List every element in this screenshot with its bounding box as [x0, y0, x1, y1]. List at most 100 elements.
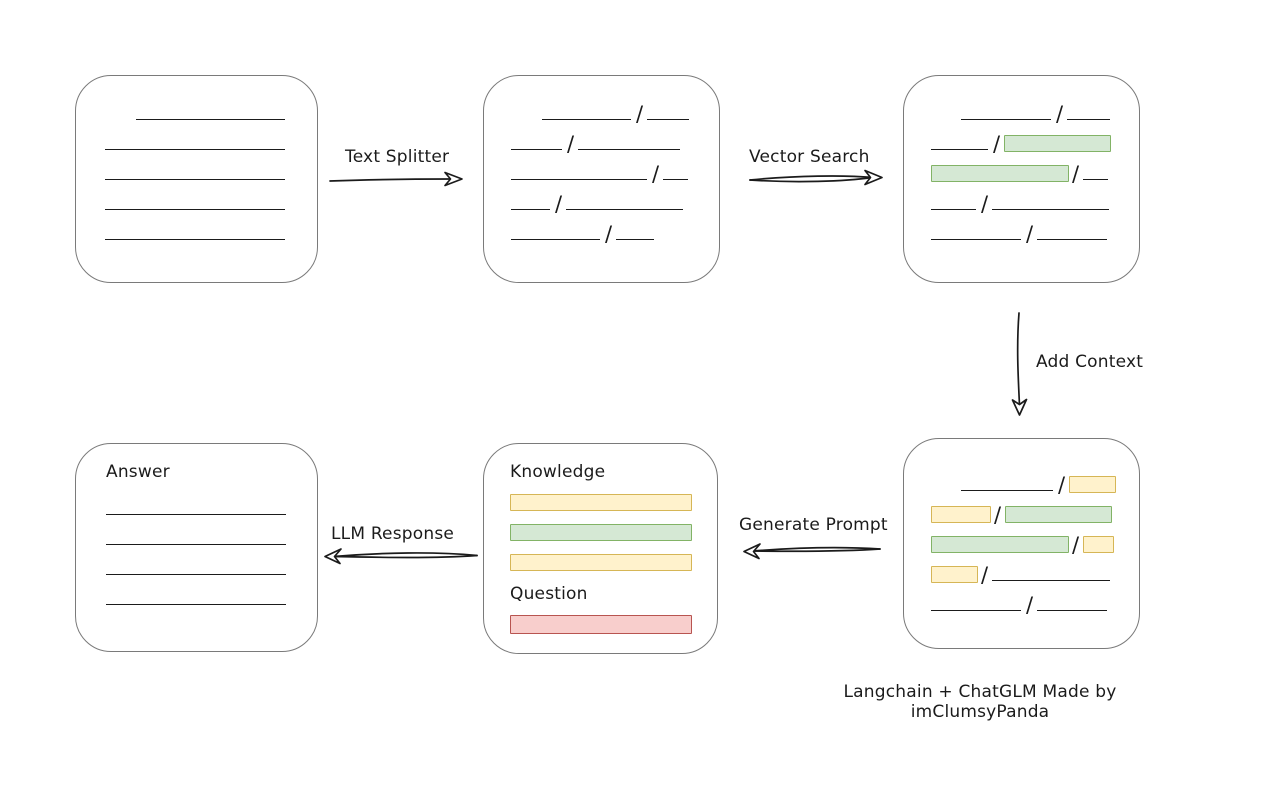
indent-gap — [931, 121, 961, 122]
text-line — [511, 149, 562, 150]
answer-box: Answer — [75, 443, 318, 652]
text-splitter-label: Text Splitter — [345, 147, 450, 167]
slash-separator: / — [1026, 593, 1034, 617]
answer-label: Answer — [106, 462, 170, 482]
indent-gap — [931, 492, 961, 493]
knowledge-label: Knowledge — [510, 462, 606, 482]
slash-separator: / — [567, 132, 575, 156]
llm-response-label: LLM Response — [331, 524, 455, 544]
text-line — [106, 604, 286, 605]
text-line — [542, 119, 631, 120]
slash-separator: / — [605, 222, 613, 246]
red-chunk — [510, 615, 692, 634]
text-line — [961, 119, 1051, 120]
yellow-chunk — [510, 494, 692, 511]
text-line — [1083, 179, 1109, 180]
yellow-chunk — [931, 506, 991, 523]
slash-separator: / — [652, 162, 660, 186]
text-line — [566, 209, 684, 210]
prompt-box: Knowledge Question — [483, 443, 718, 654]
text-line — [136, 119, 285, 120]
chunks-box: / / / / / — [483, 75, 720, 283]
text-row — [105, 102, 293, 122]
slash-separator: / — [993, 132, 1001, 156]
text-line — [511, 209, 550, 210]
text-row — [510, 554, 695, 571]
text-row: / — [931, 503, 1117, 527]
text-line — [105, 209, 285, 210]
text-line — [106, 544, 286, 545]
slash-separator: / — [1058, 473, 1066, 497]
knowledge-bars — [510, 494, 695, 571]
text-line — [1037, 239, 1108, 240]
text-row — [510, 494, 695, 511]
text-row: / — [931, 533, 1117, 556]
text-rows: / / / / / — [931, 102, 1117, 246]
text-row — [106, 587, 293, 607]
slash-separator: / — [981, 563, 989, 587]
generate-prompt-arrow — [743, 543, 881, 560]
text-line — [578, 149, 681, 150]
text-line — [105, 239, 285, 240]
text-row: / — [511, 162, 697, 186]
text-rows: / / / / / — [511, 102, 697, 246]
question-label: Question — [510, 584, 588, 604]
text-line — [105, 179, 285, 180]
text-row: / — [931, 192, 1117, 216]
text-row: / — [511, 102, 697, 125]
text-row: / — [931, 162, 1117, 185]
green-chunk — [931, 536, 1069, 553]
text-line — [105, 149, 285, 150]
text-line — [511, 239, 600, 240]
text-row — [105, 132, 293, 152]
text-line — [961, 490, 1053, 491]
text-line — [1067, 119, 1111, 120]
yellow-chunk — [1083, 536, 1115, 553]
vector-search-label: Vector Search — [749, 147, 870, 167]
text-row — [106, 527, 293, 547]
text-line — [616, 239, 655, 240]
slash-separator: / — [1056, 102, 1064, 126]
text-row: / — [511, 192, 697, 216]
text-rows — [105, 102, 293, 242]
generate-prompt-label: Generate Prompt — [739, 515, 888, 535]
text-row: / — [931, 563, 1117, 587]
text-row — [106, 557, 293, 577]
green-chunk — [510, 524, 692, 541]
indent-gap — [105, 121, 136, 122]
context-box: / / / / / — [903, 438, 1140, 649]
text-line — [931, 209, 976, 210]
add-context-arrow — [1011, 312, 1028, 416]
question-bars — [510, 615, 695, 634]
document-box — [75, 75, 318, 283]
text-line — [106, 574, 286, 575]
text-row: / — [931, 593, 1117, 617]
text-row: / — [931, 132, 1117, 156]
slash-separator: / — [994, 503, 1002, 527]
text-line — [931, 610, 1021, 611]
text-rows — [106, 497, 293, 607]
text-line — [511, 179, 647, 180]
slash-separator: / — [555, 192, 563, 216]
add-context-label: Add Context — [1036, 352, 1144, 372]
text-line — [931, 239, 1021, 240]
green-chunk — [1005, 506, 1113, 523]
text-row: / — [931, 473, 1117, 497]
text-row: / — [511, 222, 697, 246]
indent-gap — [511, 121, 542, 122]
yellow-chunk — [931, 566, 978, 583]
text-splitter-arrow — [329, 171, 463, 187]
slash-separator: / — [981, 192, 989, 216]
text-line — [992, 580, 1111, 581]
llm-response-arrow — [324, 548, 478, 565]
green-chunk — [1004, 135, 1112, 152]
text-row: / — [931, 222, 1117, 246]
yellow-chunk — [510, 554, 692, 571]
credit-caption: Langchain + ChatGLM Made by imClumsyPand… — [843, 682, 1117, 722]
text-row — [105, 192, 293, 212]
slash-separator: / — [1026, 222, 1034, 246]
text-line — [931, 149, 988, 150]
text-line — [647, 119, 690, 120]
search-results-box: / / / / / — [903, 75, 1140, 283]
